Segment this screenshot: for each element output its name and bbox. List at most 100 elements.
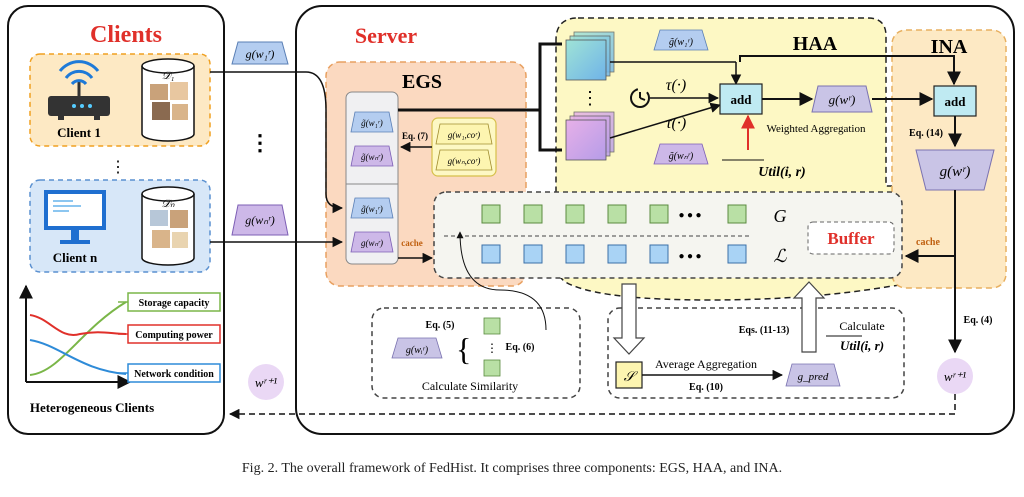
similarity-square-top (483, 317, 501, 335)
buffer-box (433, 191, 903, 279)
haa-bottom-grad: g̃(wₙʳ) (653, 143, 709, 165)
database-icon-1 (141, 58, 195, 142)
middle-vdots: ⋮ (249, 130, 271, 155)
svg-text:g(wʳ): g(wʳ) (829, 92, 856, 107)
buffer-down-arrow (612, 283, 646, 355)
buffer-g-cell-3 (565, 204, 585, 224)
svg-text:g̃(w₁ʳ): g̃(w₁ʳ) (669, 37, 694, 48)
client1-upload-arrow (210, 71, 344, 214)
timer-icon (630, 88, 650, 108)
buffer-g-label: G (774, 206, 787, 226)
haa-util-label: Util(i, r) (758, 165, 805, 180)
upload-1-shape: g(w₁ʳ) (231, 41, 289, 65)
clientn-label: Client n (53, 250, 98, 265)
broadcast-label: wʳ⁺¹ (255, 375, 277, 390)
haa-add-box (719, 83, 763, 115)
heterogeneity-chart: Storage capacity Computing power Network… (19, 284, 221, 389)
buffer-g-cell-5 (649, 204, 669, 224)
eq10-label: Eq. (10) (689, 382, 723, 393)
buffer-l-row (481, 244, 747, 264)
upload-n-label: g(wₙʳ) (245, 213, 274, 227)
gradient-stack-n (565, 111, 615, 161)
svg-text:g(wₙ,coʳ): g(wₙ,coʳ) (448, 156, 481, 166)
server-broadcast-label: wʳ⁺¹ (944, 369, 966, 384)
computing-curve (29, 314, 127, 337)
datasetn-label: 𝒟ₙ (161, 198, 175, 210)
figure-caption: Fig. 2. The overall framework of FedHist… (241, 461, 783, 476)
eqs11-13-label: Eqs. (11-13) (739, 325, 790, 336)
similarity-brace: { (456, 331, 471, 367)
eq6-label: Eq. (6) (506, 342, 535, 353)
svg-text:g(wₙʳ): g(wₙʳ) (361, 238, 383, 248)
bottom-path-arrow (609, 102, 722, 139)
svg-text:g̃(wₙʳ): g̃(wₙʳ) (669, 151, 694, 162)
svg-text:g(w₁,coʳ): g(w₁,coʳ) (448, 130, 480, 140)
svg-text:g̃(wₙʳ): g̃(wₙʳ) (361, 152, 383, 162)
computing-label: Computing power (135, 330, 213, 341)
top-to-ina-arrow (739, 55, 961, 86)
svg-text:g(wᵢʳ): g(wᵢʳ) (406, 345, 429, 356)
ina-add-label: add (945, 94, 967, 109)
clients-vdots: ⋮ (110, 159, 126, 176)
tau-bottom: τ(·) (666, 115, 686, 132)
ina-title: INA (931, 36, 968, 58)
upload-1-label: g(w₁ʳ) (246, 47, 275, 61)
dataset1-label: 𝒟₁ (162, 70, 175, 82)
buffer-l-cell-5 (649, 244, 669, 264)
haa-vdots: ⋮ (581, 88, 599, 108)
tau-top: τ(·) (666, 77, 686, 94)
egs-cache-item-4: g(wₙʳ) (350, 231, 394, 253)
ina-output-shape: g(wʳ) (915, 149, 995, 191)
co-item-1: g(w₁,coʳ) (435, 123, 493, 145)
clients-title: Clients (90, 22, 162, 48)
haa-output-shape: g(wʳ) (811, 85, 873, 113)
buffer-l-cell-1 (481, 244, 501, 264)
egs-cache-item-1: g̃(w₁ʳ) (350, 111, 394, 133)
buffer-g-cell-6 (727, 204, 747, 224)
similarity-box (371, 307, 581, 399)
haa-title: HAA (793, 33, 838, 55)
client1-label: Client 1 (57, 125, 101, 140)
buffer-l-ellipsis: ● ● ● (678, 251, 701, 262)
buffer-title-box (807, 221, 895, 255)
heterogeneous-clients-label: Heterogeneous Clients (30, 400, 154, 415)
network-label: Network condition (134, 369, 214, 380)
svg-text:g̃(w₁ʳ): g̃(w₁ʳ) (361, 118, 383, 128)
avg-agg-label: Average Aggregation (655, 357, 757, 371)
similarity-caption: Calculate Similarity (422, 379, 518, 393)
monitor-icon (44, 190, 106, 244)
egs-cache-item-2: g̃(wₙʳ) (350, 145, 394, 167)
eq5-label: Eq. (5) (426, 320, 455, 331)
buffer-g-row (481, 204, 747, 224)
egs-to-haa-bracket (398, 42, 562, 152)
network-label-box (127, 363, 221, 383)
storage-label-box (127, 292, 221, 312)
broadcast-node (248, 364, 284, 400)
gradient-stack-1 (565, 31, 615, 81)
similarity-vdots: ⋮ (486, 341, 498, 355)
server-broadcast-node (937, 358, 973, 394)
eq7-label: Eq. (7) (402, 131, 428, 141)
buffer-g-cell-2 (523, 204, 543, 224)
storage-curve (29, 301, 127, 376)
buffer-l-cell-4 (607, 244, 627, 264)
buffer-l-label: ℒ (774, 246, 788, 266)
buffer-to-similarity-arrow (456, 231, 547, 331)
egs-cache-item-3: g̃(w₁ʳ) (350, 197, 394, 219)
co-item-2: g(wₙ,coʳ) (435, 149, 493, 171)
calculate-label: Calculate (839, 319, 884, 333)
network-curve (29, 339, 127, 375)
buffer-l-cell-2 (523, 244, 543, 264)
ina-cache-label: cache (916, 237, 940, 248)
upload-n-shape: g(wₙʳ) (231, 204, 289, 236)
eq4-label: Eq. (4) (964, 315, 993, 326)
svg-text:g_pred: g_pred (798, 371, 829, 383)
gpred-shape: g_pred (785, 363, 841, 387)
agg-util-label: Util(i, r) (840, 338, 884, 353)
buffer-up-arrow (792, 281, 826, 353)
haa-add-label: add (731, 92, 753, 107)
buffer-l-cell-3 (565, 244, 585, 264)
egs-cache-column (345, 91, 399, 265)
buffer-l-cell-6 (727, 244, 747, 264)
buffer-g-cell-1 (481, 204, 501, 224)
